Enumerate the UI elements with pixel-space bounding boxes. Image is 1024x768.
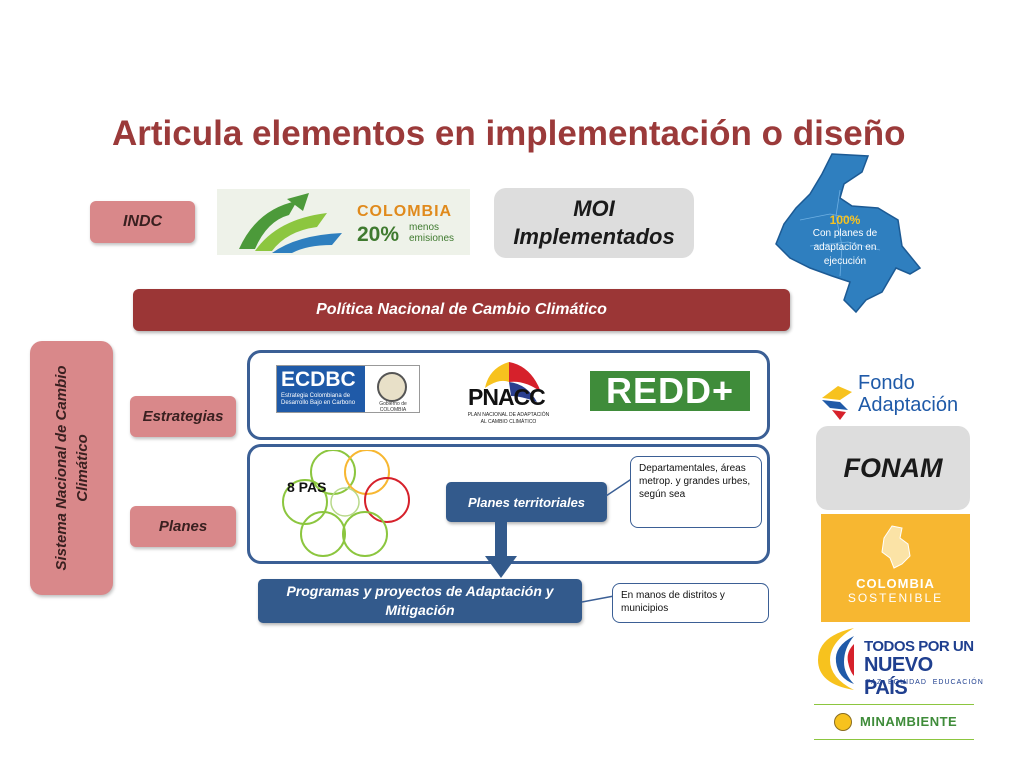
pnacc-flower-icon [485,362,541,402]
fondo-bird-icon [822,386,852,420]
programas-line1: Programas y proyectos de Adaptación y [286,583,554,599]
todos-line2: NUEVO PAÍS [864,654,933,699]
tricolor-swoosh-icon [818,628,854,690]
map-percent: 100% [829,213,861,227]
planes-territoriales-label: Planes territoriales [467,494,586,510]
colombia-logo-text: menos emisiones [409,222,455,244]
callout-municipios-pointer [581,595,615,603]
sostenible-line1: COLOMBIA [856,576,935,591]
fonam-label: FONAM [843,452,943,483]
sistema-nacional-box: Sistema Nacional de Cambio Climático [30,341,113,595]
estrategias-box: Estrategias [130,396,236,437]
fonam-box: FONAM [816,426,970,510]
politica-nacional-bar: Política Nacional de Cambio Climático [133,289,790,331]
minambiente-seal-icon [834,713,852,731]
pas-label: 8 PAS [287,479,327,495]
colombia-map-icon [775,153,922,314]
planes-territoriales-box: Planes territoriales [446,482,607,522]
todos-por-un-nuevo-pais-logo: TODOS POR UN NUEVO PAÍS PAZ EQUIDAD EDUC… [814,624,983,699]
politica-label: Política Nacional de Cambio Climático [316,301,607,318]
pnacc-acronym: PNACC [468,384,546,410]
minambiente-logo: MINAMBIENTE [814,704,974,740]
ecdbc-acronym: ECDBC [281,368,356,391]
map-label: 100% Con planes de adaptación en ejecuci… [790,213,900,269]
colombia-20-logo: COLOMBIA 20% menos emisiones [217,189,470,255]
coat-of-arms-icon [377,372,407,402]
redd-label: REDD+ [605,370,735,411]
moi-line2: Implementados [513,224,675,249]
ecdbc-gov: Gobierno de COLOMBIA [379,401,407,413]
fondo-label: Fondo Adaptación [858,372,959,416]
minambiente-label: MINAMBIENTE [860,714,958,729]
todos-line3: PAZ EQUIDAD EDUCACIÓN [866,679,984,686]
moi-line1: MOI [573,196,615,221]
leaf-arrows-icon [239,193,342,253]
colombia-logo-percent: 20% [357,223,400,246]
sostenible-line2: SOSTENIBLE [847,591,944,605]
programas-line2: Mitigación [385,602,455,618]
down-arrow-icon [485,522,517,578]
programas-box: Programas y proyectos de Adaptación y Mi… [258,579,582,623]
fondo-adaptacion-logo: Fondo Adaptación [818,368,973,424]
ecdbc-logo: ECDBC Estrategia Colombiana de Desarroll… [276,365,420,413]
pas-cluster: 8 PAS [275,449,415,560]
colombia-sostenible-logo: COLOMBIA SOSTENIBLE [821,514,970,622]
indc-label: INDC [122,213,163,230]
todos-line1: TODOS POR UN [864,638,974,655]
callout-municipios: En manos de distritos y municipios [612,583,769,623]
colombia-logo-brand: COLOMBIA [357,203,453,220]
sostenible-map-icon [881,525,911,569]
pas-circles-icon [282,449,410,557]
page-title: Articula elementos en implementación o d… [112,114,906,153]
estrategias-label: Estrategias [142,408,224,425]
pnacc-logo: PNACC PLAN NACIONAL DE ADAPTACIÓN AL CAM… [465,358,550,433]
moi-box: MOI Implementados [494,188,694,258]
callout-dept: Departamentales, áreas metrop. y grandes… [630,456,762,528]
indc-box: INDC [90,201,195,243]
planes-box: Planes [130,506,236,547]
colombia-map: 100% Con planes de adaptación en ejecuci… [770,150,930,315]
planes-label: Planes [158,518,208,535]
sistema-label: Sistema Nacional de Cambio Climático [52,365,91,571]
redd-logo: REDD+ [590,370,750,411]
